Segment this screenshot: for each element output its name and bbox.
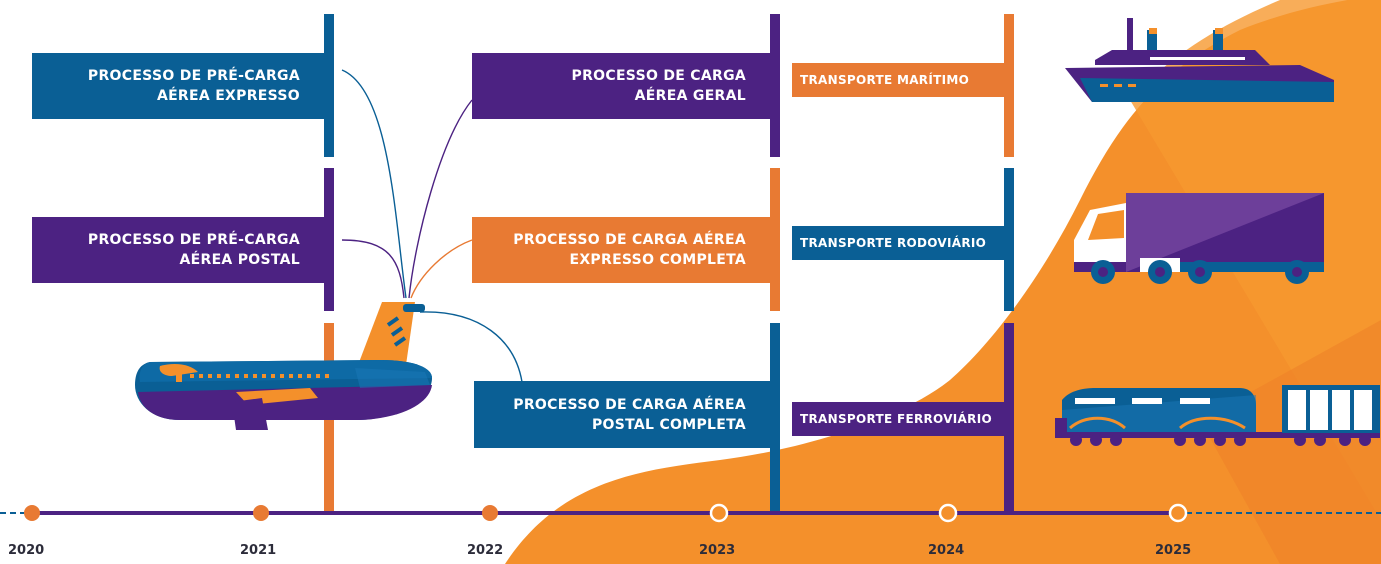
year-label-2021: 2021	[240, 543, 277, 558]
box-carga-postal	[474, 381, 770, 448]
transport-rodoviario: TRANSPORTE RODOVIÁRIO	[792, 226, 1004, 260]
box-pre-carga-expresso	[32, 53, 324, 119]
box-rodoviario	[792, 226, 1004, 260]
process-pre-carga-postal: PROCESSO DE PRÉ-CARGA AÉREA POSTAL	[32, 217, 324, 283]
year-label-2025: 2025	[1155, 543, 1192, 558]
milestone-2025	[1168, 503, 1188, 523]
connector-curves	[341, 69, 523, 383]
pillar-2024-purple	[1004, 323, 1014, 515]
process-line-1: PROCESSO DE PRÉ-CARGA	[87, 68, 300, 84]
box-carga-expresso	[472, 217, 770, 283]
process-line-2: AÉREA POSTAL	[179, 252, 300, 268]
pillar-2023-orange	[770, 168, 780, 311]
process-line-1: PROCESSO DE CARGA AÉREA	[513, 396, 746, 413]
truck-icon	[1074, 193, 1324, 284]
process-carga-postal: PROCESSO DE CARGA AÉREA POSTAL COMPLETA	[474, 381, 770, 448]
train-icon	[1055, 385, 1380, 446]
milestone-markers	[24, 503, 1188, 523]
milestone-2020	[24, 505, 40, 521]
process-line-1: PROCESSO DE PRÉ-CARGA	[87, 232, 300, 248]
transport-maritimo: TRANSPORTE MARÍTIMO	[792, 63, 1004, 97]
transport-label: TRANSPORTE FERROVIÁRIO	[800, 412, 992, 426]
orange-wave-dark	[1200, 320, 1381, 564]
box-ferroviario	[792, 402, 1004, 436]
box-maritimo	[792, 63, 1004, 97]
pillar-2021-purple	[324, 168, 334, 311]
process-line-2: EXPRESSO COMPLETA	[569, 252, 746, 268]
pillar-2023-purple	[770, 14, 780, 157]
milestone-2021	[253, 505, 269, 521]
milestone-2022	[482, 505, 498, 521]
milestone-2023	[709, 503, 729, 523]
process-carga-expresso: PROCESSO DE CARGA AÉREA EXPRESSO COMPLET…	[472, 217, 770, 283]
pillar-2024-orange	[1004, 14, 1014, 157]
transport-label: TRANSPORTE MARÍTIMO	[800, 73, 970, 87]
process-line-1: PROCESSO DE CARGA AÉREA	[513, 232, 746, 248]
process-pre-carga-expresso: PROCESSO DE PRÉ-CARGA AÉREA EXPRESSO	[32, 53, 324, 119]
pillar-2024-blue	[1004, 168, 1014, 311]
process-line-2: AÉREA EXPRESSO	[156, 88, 300, 104]
year-label-2022: 2022	[467, 543, 504, 558]
milestone-2024	[938, 503, 958, 523]
transport-ferroviario: TRANSPORTE FERROVIÁRIO	[792, 402, 1004, 436]
process-line-1: PROCESSO DE CARGA	[571, 68, 746, 84]
year-label-2024: 2024	[928, 543, 965, 558]
process-line-2: POSTAL COMPLETA	[592, 416, 746, 433]
transport-label: TRANSPORTE RODOVIÁRIO	[800, 236, 987, 250]
pillar-2023-blue	[770, 323, 780, 515]
year-label-2023: 2023	[699, 543, 736, 558]
pillar-2021-blue	[324, 14, 334, 157]
year-label-2020: 2020	[8, 543, 45, 558]
process-line-2: AÉREA GERAL	[634, 88, 746, 104]
airplane-icon	[135, 302, 432, 430]
process-carga-geral: PROCESSO DE CARGA AÉREA GERAL	[472, 53, 770, 119]
ship-icon	[1065, 18, 1334, 102]
box-carga-geral	[472, 53, 770, 119]
box-pre-carga-postal	[32, 217, 324, 283]
